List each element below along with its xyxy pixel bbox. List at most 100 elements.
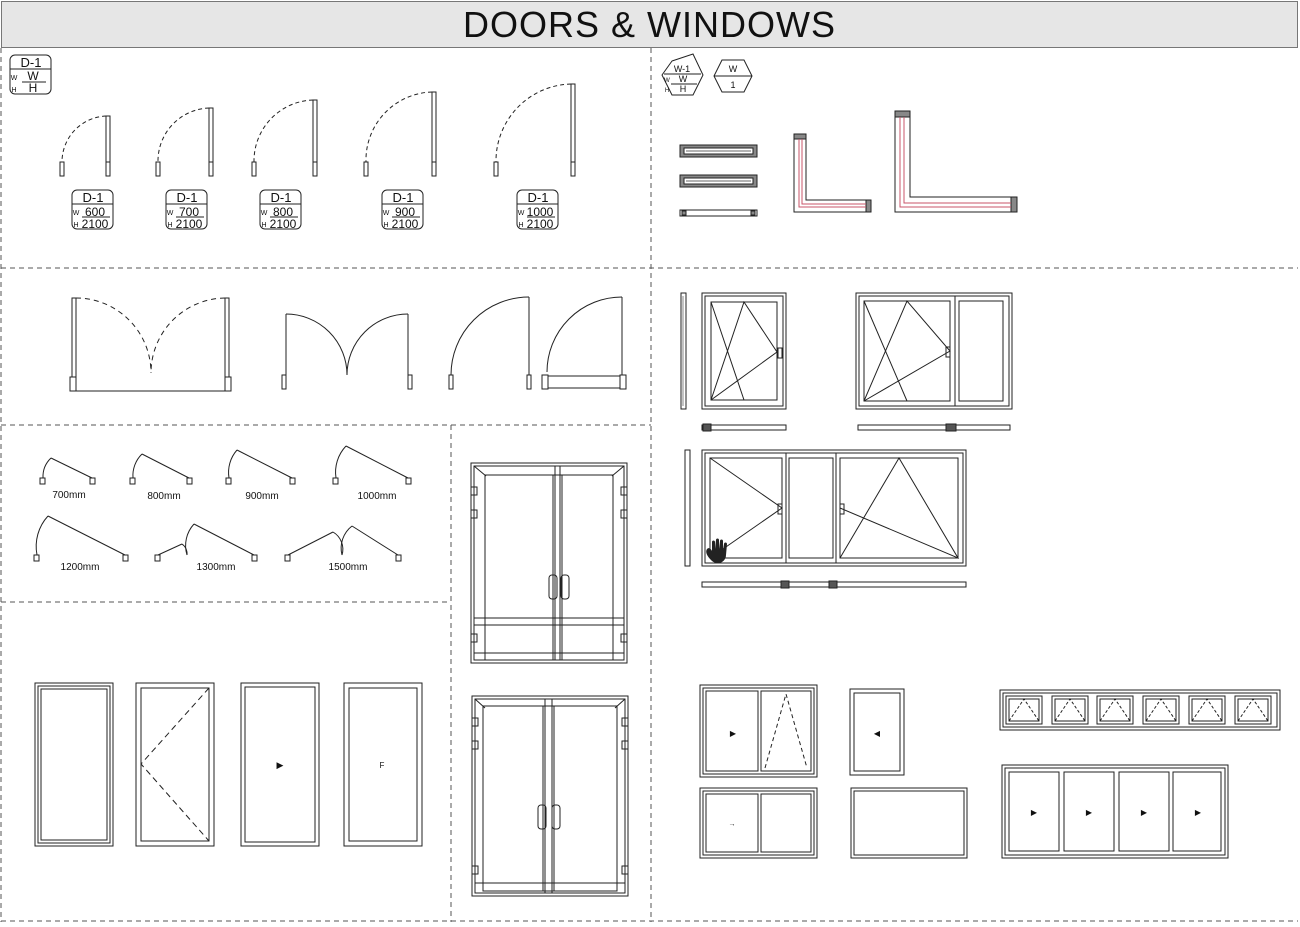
window-elevation-fixed-wide — [850, 787, 968, 859]
window-plan-sections — [679, 110, 1018, 217]
hopper-pane — [1096, 695, 1134, 725]
double-door-dashed-plan — [69, 297, 232, 392]
hopper-pane — [1005, 695, 1043, 725]
hopper-pane — [1142, 695, 1180, 725]
door-swing-label-800: 800mm — [147, 491, 180, 502]
door-legend-w: W — [27, 69, 39, 83]
door-legend-w-prefix: W — [11, 75, 18, 82]
hand-cursor-icon — [706, 538, 727, 563]
double-door-solid-plan — [281, 313, 413, 390]
door-tag-h-prefix: H — [518, 222, 523, 229]
sheet-title-bar: DOORS & WINDOWS — [1, 1, 1298, 48]
door-tag-w-prefix: W — [167, 210, 174, 217]
corner-window-plan-small — [793, 133, 872, 213]
door-tag-1000: D-1 W 1000 H 2100 — [516, 189, 559, 231]
door-tag-id: D-1 — [271, 190, 292, 205]
door-tag-h-prefix: H — [261, 222, 266, 229]
window-legend-w: W — [679, 74, 688, 84]
door-swing-label-1300: 1300mm — [197, 562, 236, 573]
door-elevation-swing — [135, 682, 215, 847]
window-wide-mark: → — [729, 821, 736, 828]
window-elevation-single — [680, 292, 787, 432]
single-door-threshold-plan — [541, 296, 627, 390]
door-tag-height: 2100 — [176, 217, 203, 231]
door-swing-1000mm — [332, 445, 412, 485]
window-elevation-triple — [684, 449, 967, 589]
door-tag-height: 2100 — [270, 217, 297, 231]
door-tag-width: 900 — [395, 205, 415, 219]
door-swing-900mm — [225, 449, 296, 485]
door-tag-width: 600 — [85, 205, 105, 219]
door-tag-legend: D-1 W W H H — [9, 54, 52, 95]
door-tag-height: 2100 — [82, 217, 109, 231]
door-tag-900: D-1 W 900 H 2100 — [381, 189, 424, 231]
door-tag-id: D-1 — [83, 190, 104, 205]
door-tag-w-prefix: W — [518, 210, 525, 217]
single-door-solid-plan — [448, 296, 532, 390]
door-tag-w-prefix: W — [383, 210, 390, 217]
hopper-pane — [1188, 695, 1226, 725]
door-tag-id: D-1 — [393, 190, 414, 205]
door-tag-w-prefix: W — [261, 210, 268, 217]
door-tag-800: D-1 W 800 H 2100 — [259, 189, 302, 231]
door-plan-600 — [59, 115, 111, 177]
door-elevation-f — [343, 682, 423, 847]
door-legend-h-prefix: H — [11, 87, 16, 94]
corner-window-plan-large — [894, 110, 1018, 213]
window-sliding-arrow: ▶ — [730, 729, 737, 738]
door-swing-700mm — [39, 457, 96, 485]
window-elevation-wide — [699, 787, 818, 859]
door-swing-label-1200: 1200mm — [61, 562, 100, 573]
door-elevation-f-mark: F — [380, 761, 385, 770]
window-sill-section-3 — [679, 209, 758, 217]
window-sill-section-1 — [679, 144, 758, 158]
door-elevation-fixed — [34, 682, 114, 847]
four-pane-arrow-3: ▶ — [1141, 808, 1148, 817]
door-tag-h-prefix: H — [73, 222, 78, 229]
sheet-title: DOORS & WINDOWS — [463, 3, 836, 45]
window-elevation-double — [855, 292, 1013, 432]
door-plan-1000 — [493, 83, 576, 177]
window-elevation-four-pane — [1001, 764, 1229, 859]
hopper-pane — [1234, 695, 1272, 725]
window-elevation-hopper-strip — [999, 689, 1281, 731]
window-legend-h-prefix: H — [665, 88, 669, 94]
window-type-tag: W 1 — [713, 59, 753, 93]
door-tag-width: 1000 — [527, 205, 554, 219]
glass-double-door-1 — [470, 462, 628, 664]
door-swing-1500mm — [284, 525, 402, 562]
four-pane-arrow-4: ▶ — [1195, 808, 1202, 817]
window-elevation-small — [849, 688, 905, 776]
door-elevations — [34, 682, 423, 847]
four-pane-arrow-2: ▶ — [1086, 808, 1093, 817]
door-tag-w-prefix: W — [73, 210, 80, 217]
window-legend-h: H — [680, 84, 687, 94]
door-tag-height: 2100 — [392, 217, 419, 231]
door-tag-h-prefix: H — [167, 222, 172, 229]
door-plan-900 — [363, 91, 437, 177]
door-plan-700 — [155, 107, 214, 177]
door-tag-width: 700 — [179, 205, 199, 219]
door-tag-width: 800 — [273, 205, 293, 219]
door-tag-h-prefix: H — [383, 222, 388, 229]
door-tag-id: D-1 — [177, 190, 198, 205]
door-tag-id: D-1 — [528, 190, 549, 205]
window-sill-section-2 — [679, 174, 758, 188]
door-swing-1200mm — [33, 515, 129, 562]
door-tag-700: D-1 W 700 H 2100 — [165, 189, 208, 231]
window-legend-w-prefix: W — [664, 78, 670, 84]
door-swing-label-1000: 1000mm — [358, 491, 397, 502]
double-door-plans — [69, 296, 627, 392]
door-swing-sizes — [33, 445, 412, 562]
window-type-tag-top: W — [729, 64, 738, 74]
door-tag-height: 2100 — [527, 217, 554, 231]
door-legend-id: D-1 — [21, 55, 42, 70]
door-elevation-arrow — [240, 682, 320, 847]
window-small-arrow: ◀ — [874, 729, 881, 738]
door-swing-label-900: 900mm — [245, 491, 278, 502]
window-legend-id: W-1 — [674, 64, 690, 74]
door-swing-label-700: 700mm — [52, 490, 85, 501]
door-tag-600: D-1 W 600 H 2100 — [71, 189, 114, 231]
door-plan-800 — [251, 99, 318, 177]
